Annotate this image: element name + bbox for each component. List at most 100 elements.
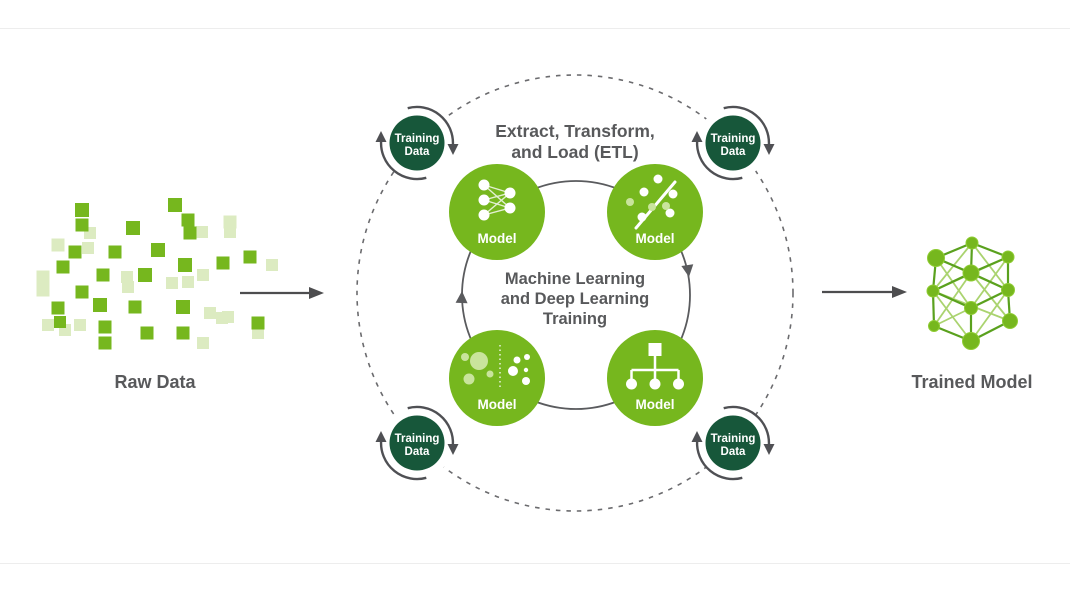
raw-data-square-dark	[183, 226, 197, 240]
cycle-arrowhead-right	[681, 264, 694, 277]
raw-data-square-light	[122, 281, 134, 293]
network-edge	[970, 289, 1009, 342]
raw-data-square-dark	[54, 316, 66, 328]
raw-data-square-dark	[98, 336, 112, 350]
model-label: Model	[636, 231, 675, 246]
raw-data-square-dark	[126, 221, 140, 235]
classification-scatter-icon	[626, 174, 678, 230]
raw-data-square-light	[204, 307, 216, 319]
training-data-label: Training	[395, 433, 440, 445]
raw-data-square-light	[224, 226, 236, 238]
raw-data-square-light	[222, 311, 234, 323]
raw-data-square-dark	[93, 298, 107, 312]
training-to-model-arrow	[822, 286, 907, 298]
bottom-divider-line	[0, 563, 1070, 564]
training-data-label: Data	[721, 146, 747, 158]
training-data-label: Data	[405, 446, 431, 458]
raw-data-square-light	[51, 238, 65, 252]
training-data-label: Training	[711, 133, 756, 145]
network-node	[964, 301, 978, 315]
raw-data-square-light	[252, 327, 264, 339]
raw-data-square-dark	[251, 316, 265, 330]
raw-data-square-dark	[151, 243, 165, 257]
raw-data-square-dark	[75, 285, 89, 299]
raw-data-square-dark	[98, 320, 112, 334]
raw-data-square-light	[196, 226, 208, 238]
raw-data-square-dark	[176, 326, 190, 340]
model-circle-decision-tree: Model	[607, 330, 703, 426]
network-node	[1002, 313, 1018, 329]
model-circle-neural-network: Model	[449, 164, 545, 260]
training-data-badge-bottom-left: Training Data	[374, 405, 460, 481]
training-data-badge-top-right: Training Data	[690, 105, 776, 181]
center-title-line3: Training	[543, 310, 607, 328]
raw-data-square-light	[197, 337, 209, 349]
raw-data-square-light	[223, 215, 237, 229]
model-circle-classification: Model	[607, 164, 703, 260]
model-label: Model	[478, 397, 517, 412]
etl-title-line2: and Load (ETL)	[511, 142, 638, 162]
network-edge	[970, 272, 1011, 322]
center-title-line2: and Deep Learning	[501, 290, 650, 308]
outer-dashed-cycle	[356, 74, 794, 512]
raw-data-square-dark	[75, 218, 89, 232]
network-node	[962, 332, 980, 350]
raw-data-square-dark	[68, 245, 82, 259]
raw-data-square-dark	[138, 268, 152, 282]
raw-data-square-light	[36, 270, 50, 284]
network-node	[927, 249, 945, 267]
raw-data-square-light	[166, 277, 178, 289]
training-data-label: Training	[395, 133, 440, 145]
training-data-badge-bottom-right: Training Data	[690, 405, 776, 481]
raw-data-square-light	[197, 269, 209, 281]
raw-data-square-dark	[168, 198, 182, 212]
training-data-badge-top-left: Training Data	[374, 105, 460, 181]
trained-model-network-icon	[926, 236, 1018, 350]
top-divider-line	[0, 28, 1070, 29]
raw-data-scatter	[36, 198, 278, 350]
raw-data-to-training-arrow	[240, 287, 324, 299]
raw-data-caption: Raw Data	[114, 372, 196, 392]
raw-data-square-light	[82, 242, 94, 254]
raw-data-square-dark	[178, 258, 192, 272]
center-title-line1: Machine Learning	[505, 270, 645, 288]
network-node	[962, 264, 980, 282]
raw-data-square-dark	[176, 300, 190, 314]
network-node	[928, 320, 940, 332]
raw-data-square-dark	[56, 260, 70, 274]
raw-data-square-dark	[128, 300, 142, 314]
network-edge	[971, 242, 1009, 291]
etl-title-line1: Extract, Transform,	[495, 121, 655, 141]
raw-data-square-light	[121, 271, 133, 283]
network-node	[1001, 283, 1015, 297]
raw-data-square-dark	[75, 203, 89, 217]
model-label: Model	[636, 397, 675, 412]
neural-network-icon	[478, 179, 516, 221]
network-edge	[935, 257, 972, 309]
raw-data-square-dark	[243, 250, 257, 264]
raw-data-square-light	[42, 319, 54, 331]
network-node	[926, 284, 940, 298]
training-data-label: Data	[405, 146, 431, 158]
network-node	[1001, 250, 1015, 264]
raw-data-square-light	[74, 319, 86, 331]
raw-data-square-dark	[140, 326, 154, 340]
clustering-bubbles-icon	[461, 345, 530, 389]
cycle-arrowhead-left	[455, 291, 468, 304]
network-edge	[932, 290, 972, 342]
raw-data-square-light	[182, 276, 194, 288]
raw-data-square-light	[36, 283, 50, 297]
model-label: Model	[478, 231, 517, 246]
model-circle-clustering: Model	[449, 330, 545, 426]
training-data-label: Training	[711, 433, 756, 445]
raw-data-square-light	[266, 259, 278, 271]
network-edge	[932, 242, 973, 292]
raw-data-square-dark	[216, 256, 230, 270]
training-data-label: Data	[721, 446, 747, 458]
raw-data-square-dark	[96, 268, 110, 282]
decision-tree-icon	[626, 343, 684, 390]
raw-data-square-dark	[181, 213, 195, 227]
network-node	[965, 236, 979, 250]
